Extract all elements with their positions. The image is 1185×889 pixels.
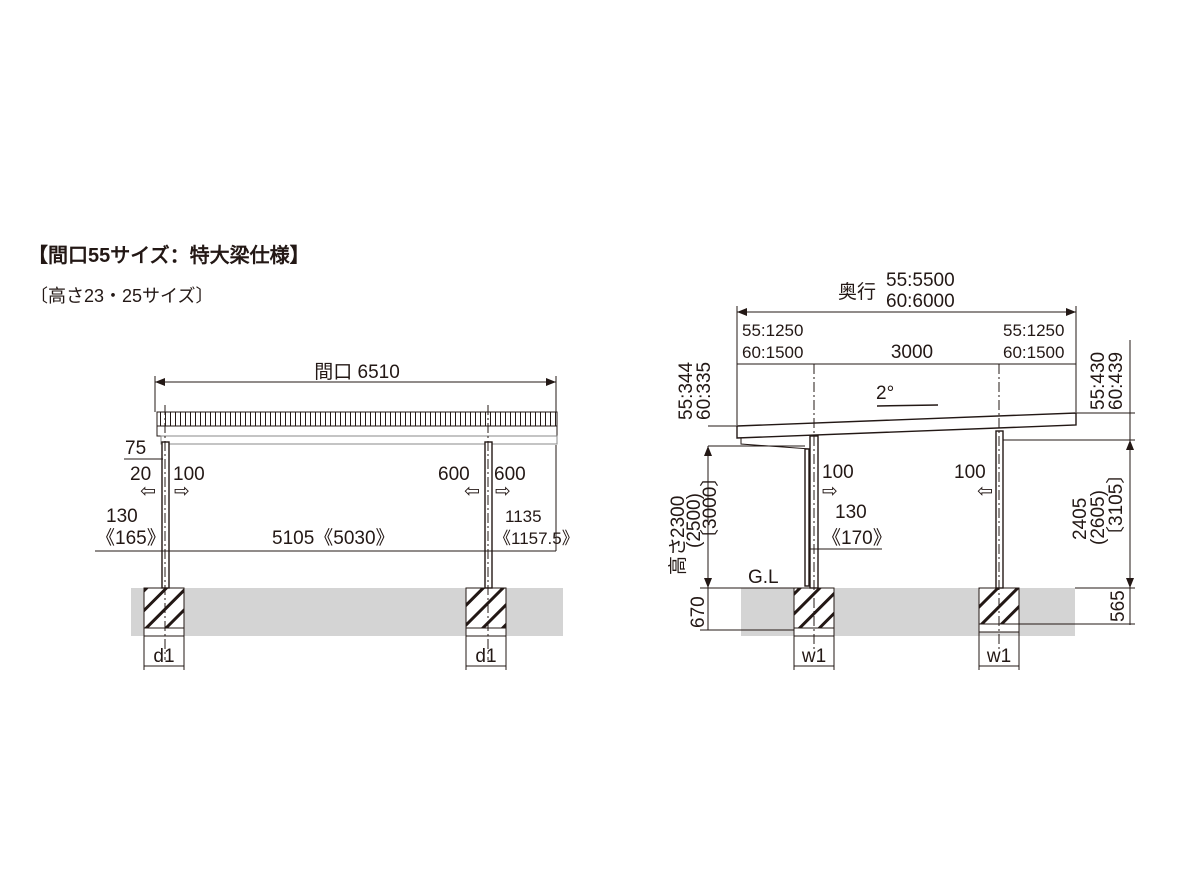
footing-label-right: w1 — [986, 646, 1011, 667]
dim-1157-5: 《1157.5》 — [494, 529, 579, 548]
arrow-right-icon: ⇨ — [822, 481, 838, 502]
dim-130: 130 — [106, 506, 138, 527]
arrow-left-icon: ⇦ — [977, 481, 993, 502]
footing-label-right: d1 — [475, 646, 496, 667]
front-view: 間口 6510 75 20 100 600 600 ⇦ ⇨ ⇦ ⇨ 130 《1… — [95, 362, 579, 670]
footing-label-left: w1 — [801, 646, 826, 667]
right-roof-55: 55:430 — [1088, 352, 1109, 410]
arrow-right-icon: ⇨ — [495, 481, 511, 502]
span-label: 5105《5030》 — [272, 527, 395, 549]
height-2: (2500) — [684, 493, 705, 548]
left-overhang-55: 55:1250 — [742, 321, 803, 340]
dim-20: 20 — [130, 464, 151, 485]
dim-100-right: 100 — [954, 462, 986, 483]
depth-565: 565 — [1108, 590, 1129, 622]
left-roof-60: 60:335 — [694, 362, 715, 420]
slope-label: 2° — [876, 383, 894, 404]
footing-label-left: d1 — [153, 646, 174, 667]
left-roof-55: 55:344 — [676, 361, 697, 420]
dim-600-right: 600 — [494, 464, 526, 485]
diagram-subtitle: 〔高さ23・25サイズ〕 — [30, 286, 214, 306]
height-label: 高さ — [667, 537, 689, 575]
arrow-left-icon: ⇦ — [140, 481, 156, 502]
footing-right — [465, 587, 507, 629]
roof-panel — [156, 411, 558, 427]
depth-670: 670 — [688, 596, 709, 628]
right-height-1: 2405 — [1070, 498, 1091, 540]
dim-170: 《170》 — [822, 527, 892, 549]
ground — [741, 588, 1075, 636]
dim-100: 100 — [173, 464, 205, 485]
right-roof-60: 60:439 — [1106, 352, 1127, 410]
roof-beam — [736, 412, 1077, 439]
dim-130: 130 — [835, 502, 867, 523]
diagram-title: 【間口55サイズ：特大梁仕様】 — [28, 243, 310, 267]
right-overhang-55: 55:1250 — [1003, 321, 1064, 340]
right-height-3: 〔3105〕 — [1105, 465, 1127, 545]
dim-100-left: 100 — [822, 462, 854, 483]
post-span: 3000 — [891, 342, 933, 363]
dim-1135: 1135 — [505, 507, 542, 526]
height-3: 〔3000〕 — [699, 468, 721, 548]
right-height-2: (2605) — [1088, 490, 1109, 545]
arrow-right-icon: ⇨ — [174, 481, 190, 502]
depth-prefix: 奥行 — [838, 281, 876, 303]
width-label: 間口 6510 — [314, 362, 400, 383]
footing-left — [143, 587, 185, 629]
right-overhang-60: 60:1500 — [1003, 343, 1064, 362]
side-view: 奥行 55:5500 60:6000 55:1250 60:1500 3000 … — [667, 270, 1135, 670]
height-1: 2300 — [668, 496, 689, 538]
ground-level-label: G.L — [748, 567, 779, 588]
left-overhang-60: 60:1500 — [742, 343, 803, 362]
dim-75: 75 — [125, 438, 146, 459]
dim-600-left: 600 — [438, 464, 470, 485]
depth-55: 55:5500 — [886, 270, 955, 291]
arrow-left-icon: ⇦ — [464, 481, 480, 502]
depth-60: 60:6000 — [886, 291, 955, 312]
dim-165: 《165》 — [96, 527, 166, 549]
